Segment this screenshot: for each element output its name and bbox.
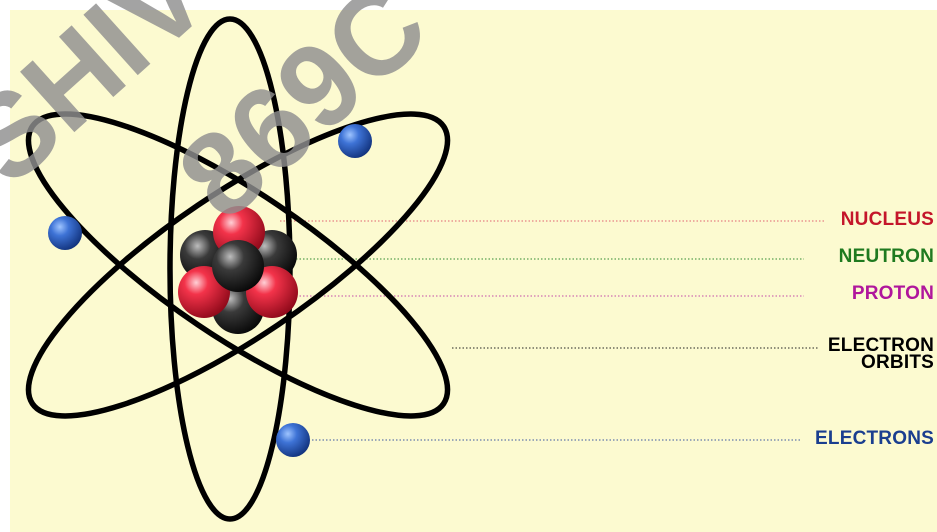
- electron-sphere: [48, 216, 82, 250]
- orbit-tilted-down: [25, 111, 451, 419]
- diagram-panel: [10, 10, 937, 532]
- electron-orbits-label: ELECTRON ORBITS: [827, 335, 934, 373]
- neutron-label: NEUTRON: [838, 246, 934, 267]
- nucleus-label-text: NUCLEUS: [840, 209, 934, 230]
- leader-lines: [280, 220, 826, 441]
- neutron-label-text: NEUTRON: [838, 246, 934, 267]
- nucleus-label: NUCLEUS: [840, 209, 934, 230]
- electron-sphere: [276, 423, 310, 457]
- electrons: [48, 124, 372, 457]
- electron-sphere: [338, 124, 372, 158]
- orbits-label-line2: ORBITS: [861, 352, 934, 373]
- orbit-tilted-up: [25, 111, 451, 419]
- electrons-label-text: ELECTRONS: [815, 428, 934, 449]
- electrons-label: ELECTRONS: [815, 428, 934, 449]
- orbits-label-line1: ELECTRON: [827, 335, 934, 356]
- neutron-sphere: [212, 240, 264, 292]
- proton-label-text: PROTON: [851, 283, 934, 304]
- proton-label: PROTON: [851, 283, 934, 304]
- nucleus: [178, 206, 298, 334]
